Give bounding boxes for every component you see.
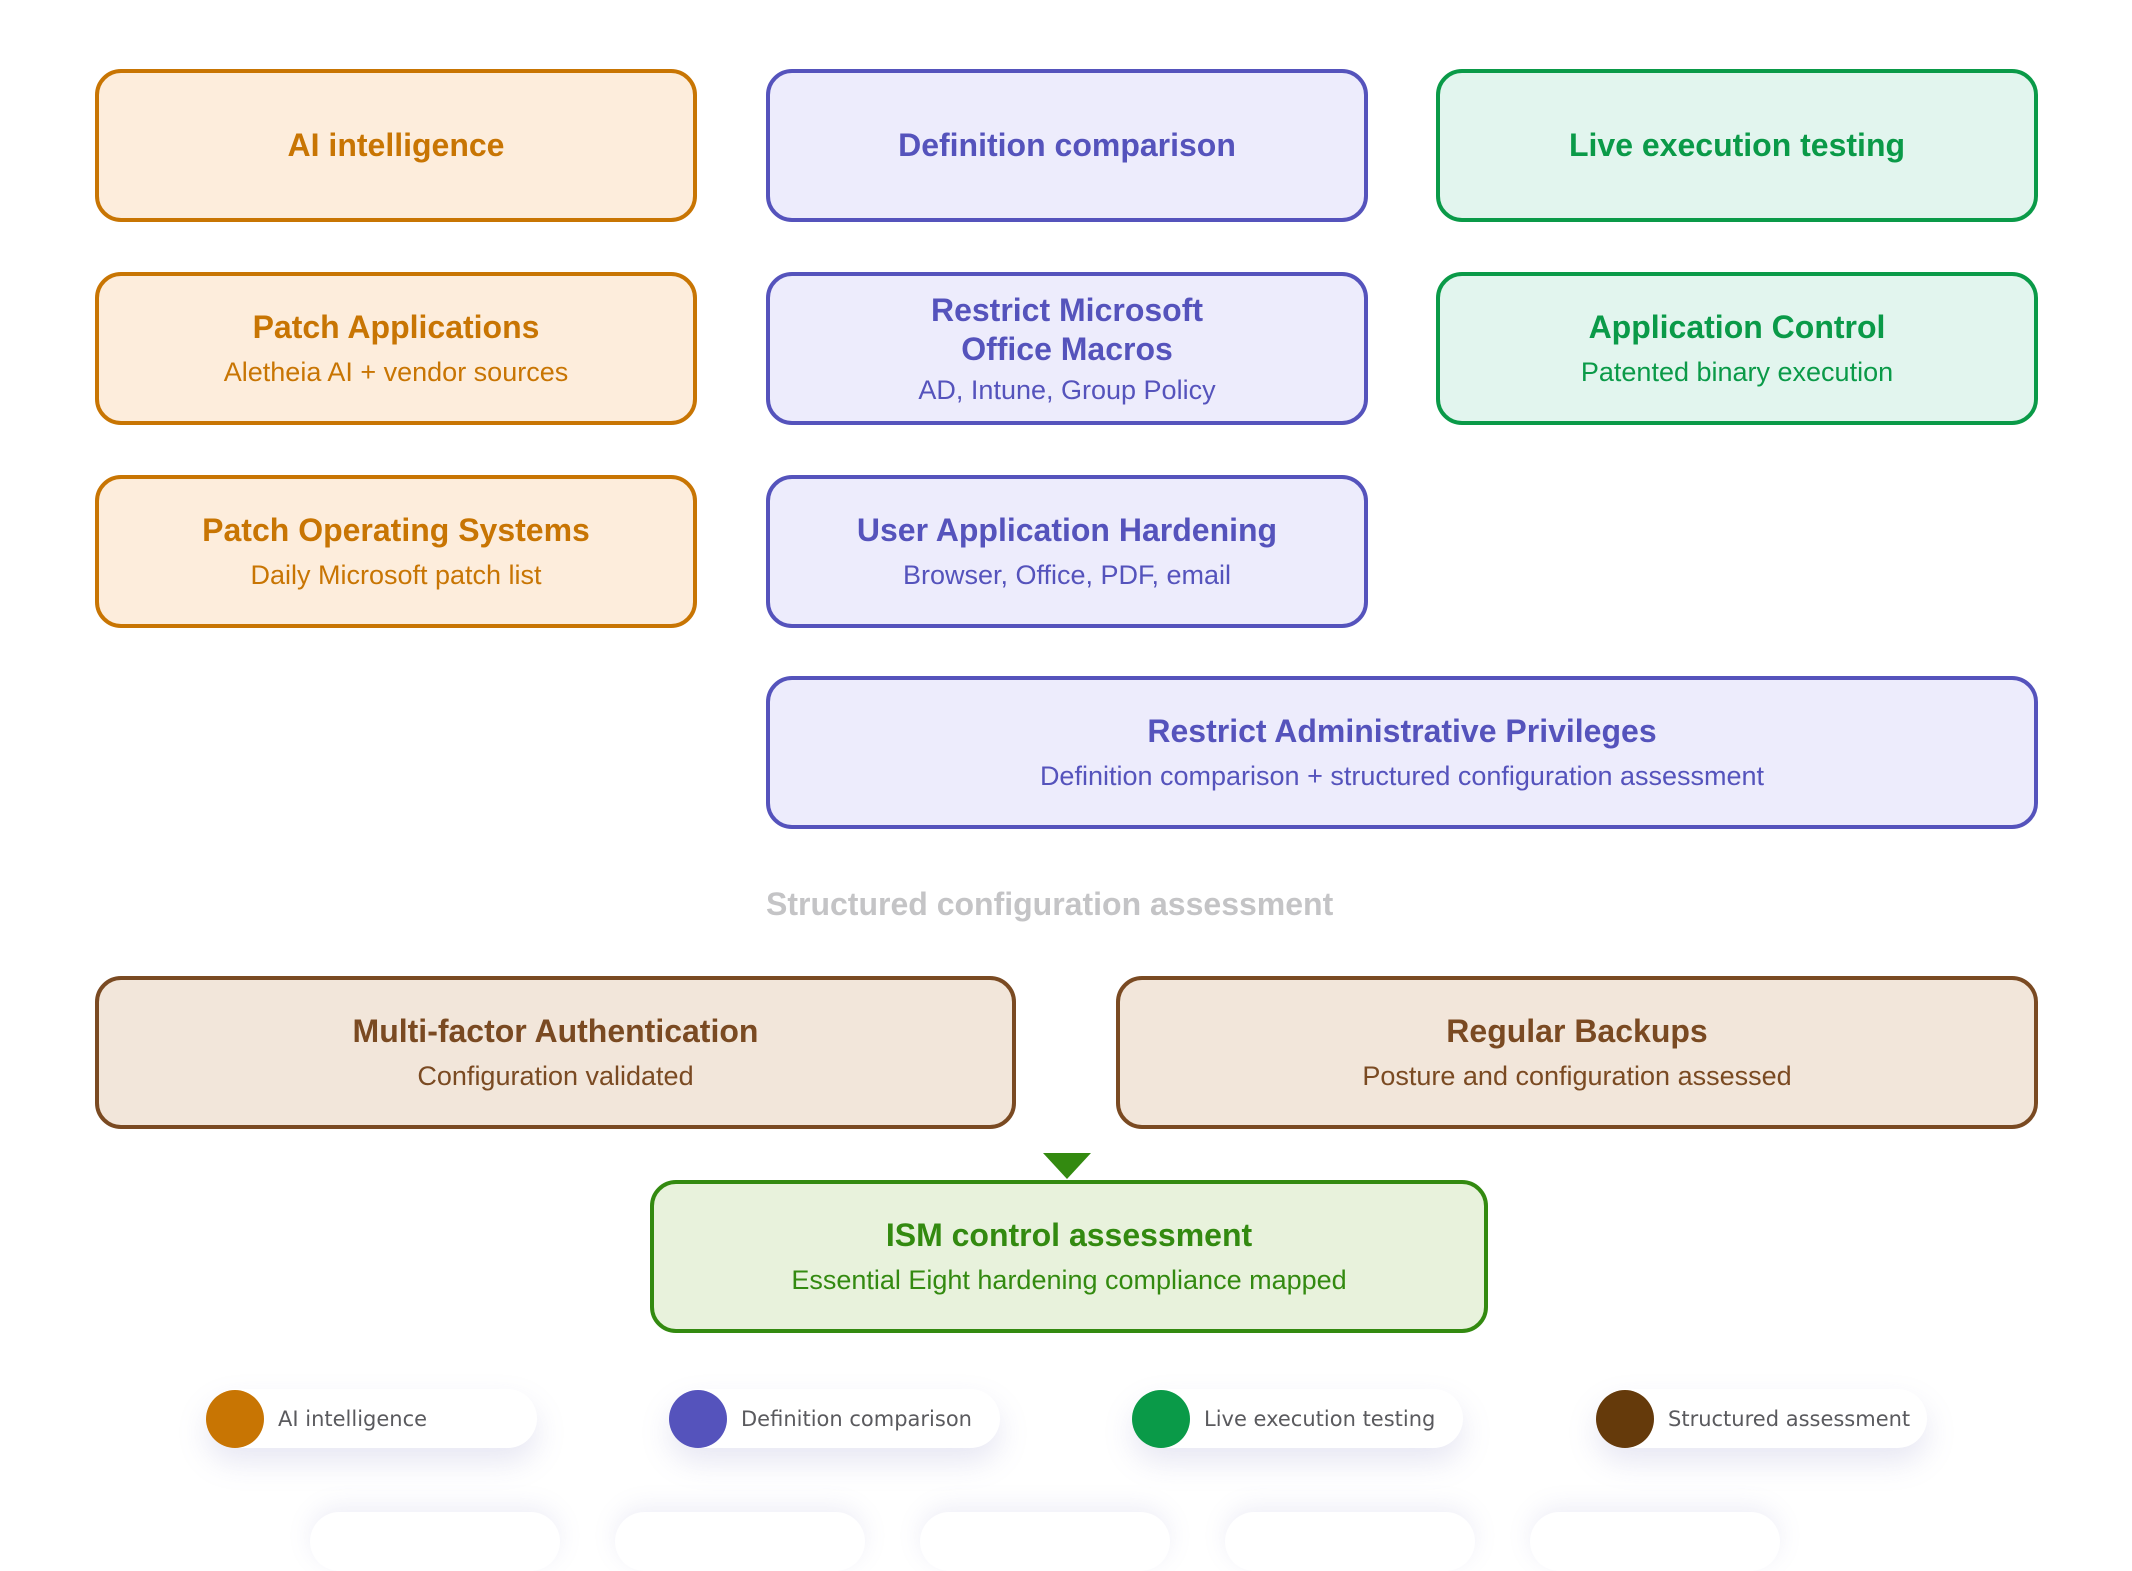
node-title: Regular Backups (1446, 1013, 1708, 1049)
restrict-admin-privileges-node: Restrict Administrative Privileges Defin… (766, 676, 2038, 829)
legend-label: Structured assessment (1668, 1406, 1911, 1431)
definition-comparison-header-title: Definition comparison (898, 127, 1236, 163)
node-subtitle: Posture and configuration assessed (1362, 1061, 1792, 1091)
legend-dot-icon (1132, 1389, 1190, 1448)
legend-ghost-pill (1225, 1512, 1475, 1571)
application-control-node: Application Control Patented binary exec… (1436, 272, 2038, 425)
legend-ghost-pill (1530, 1512, 1780, 1571)
node-subtitle: Essential Eight hardening compliance map… (791, 1265, 1347, 1295)
patch-applications-node: Patch Applications Aletheia AI + vendor … (95, 272, 697, 425)
node-subtitle: Definition comparison + structured confi… (1039, 761, 1765, 791)
legend-dot-icon (206, 1389, 264, 1448)
ai-intelligence-header: AI intelligence (95, 69, 697, 222)
user-application-hardening-node: User Application Hardening Browser, Offi… (766, 475, 1368, 628)
restrict-office-macros-node: Restrict Microsoft Office Macros AD, Int… (766, 272, 1368, 425)
node-title: Restrict Administrative Privileges (1147, 713, 1657, 749)
structured-assessment-section-label: Structured configuration assessment (766, 886, 1334, 922)
node-title: Multi-factor Authentication (352, 1013, 759, 1049)
node-subtitle: Aletheia AI + vendor sources (223, 357, 569, 387)
legend-item-ai-intelligence: AI intelligence (206, 1389, 537, 1448)
patch-operating-systems-node: Patch Operating Systems Daily Microsoft … (95, 475, 697, 628)
definition-comparison-header: Definition comparison (766, 69, 1368, 222)
arrow-down-icon (1043, 1153, 1091, 1179)
multi-factor-authentication-node: Multi-factor Authentication Configuratio… (95, 976, 1016, 1129)
node-subtitle: Patented binary execution (1580, 357, 1894, 387)
node-title: ISM control assessment (885, 1217, 1253, 1253)
legend-ghost-pill (310, 1512, 560, 1571)
ai-intelligence-header-title: AI intelligence (287, 127, 505, 163)
legend-item-structured-assessment: Structured assessment (1596, 1389, 1927, 1448)
legend-label: Definition comparison (741, 1406, 972, 1431)
live-execution-testing-header-title: Live execution testing (1568, 127, 1906, 163)
node-subtitle: Configuration validated (417, 1061, 694, 1091)
node-title: Restrict Microsoft Office Macros (930, 291, 1204, 367)
regular-backups-node: Regular Backups Posture and configuratio… (1116, 976, 2038, 1129)
ism-control-assessment-node: ISM control assessment Essential Eight h… (650, 1180, 1488, 1333)
legend-label: Live execution testing (1204, 1406, 1436, 1431)
node-subtitle: Daily Microsoft patch list (250, 560, 542, 590)
node-subtitle: AD, Intune, Group Policy (918, 374, 1216, 405)
node-title: Patch Applications (252, 309, 540, 345)
legend-ghost-pill (920, 1512, 1170, 1571)
node-title: User Application Hardening (856, 512, 1278, 548)
node-title: Application Control (1588, 309, 1886, 345)
legend-item-live-execution-testing: Live execution testing (1132, 1389, 1463, 1448)
node-title: Patch Operating Systems (202, 512, 590, 548)
node-subtitle: Browser, Office, PDF, email (902, 560, 1232, 590)
legend-dot-icon (1596, 1389, 1654, 1448)
legend-item-definition-comparison: Definition comparison (669, 1389, 1000, 1448)
live-execution-testing-header: Live execution testing (1436, 69, 2038, 222)
legend-dot-icon (669, 1389, 727, 1448)
legend-ghost-pill (615, 1512, 865, 1571)
legend-label: AI intelligence (278, 1406, 428, 1431)
